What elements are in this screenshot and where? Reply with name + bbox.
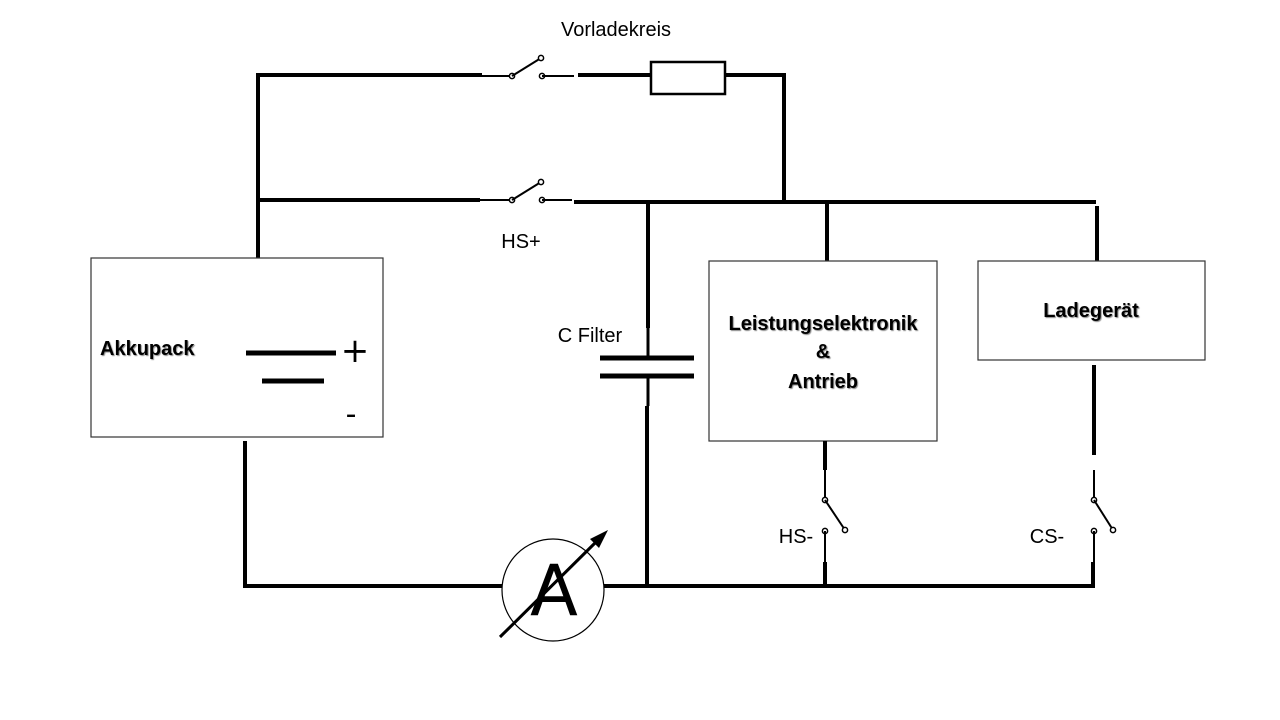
hs-plus-label: HS+	[501, 231, 540, 253]
charger-switch-cs-minus	[1090, 365, 1117, 588]
power-electronics-line1: Leistungselektronik	[729, 313, 919, 335]
precharge-resistor	[649, 60, 727, 96]
battery-pack: Akkupack + -	[90, 257, 384, 438]
battery-label: Akkupack	[100, 338, 195, 360]
precharge-label: Vorladekreis	[561, 19, 671, 41]
ammeter-symbol: A	[530, 550, 578, 632]
charger-box: Ladegerät	[977, 260, 1206, 361]
cs-minus-label: CS-	[1030, 526, 1064, 548]
ammeter: A	[498, 530, 608, 642]
main-positive-bus	[258, 178, 1099, 261]
ammeter-arrow-icon	[590, 530, 608, 548]
capacitor-label: C Filter	[558, 325, 623, 347]
power-electronics-line2: &	[816, 341, 830, 363]
hs-minus-label: HS-	[779, 526, 813, 548]
battery-minus-sign: -	[346, 397, 357, 432]
precharge-circuit	[256, 54, 786, 258]
filter-capacitor	[600, 202, 694, 586]
power-electronics-line3: Antrieb	[788, 371, 858, 393]
negative-switch-hs-minus	[821, 441, 849, 588]
main-switch-hs-plus	[480, 178, 572, 204]
charger-label: Ladegerät	[1043, 300, 1139, 322]
power-electronics-box: Leistungselektronik & Antrieb	[708, 260, 938, 442]
battery-plus-sign: +	[341, 331, 370, 371]
negative-return-bus	[243, 441, 1095, 588]
precharge-switch	[482, 54, 574, 80]
